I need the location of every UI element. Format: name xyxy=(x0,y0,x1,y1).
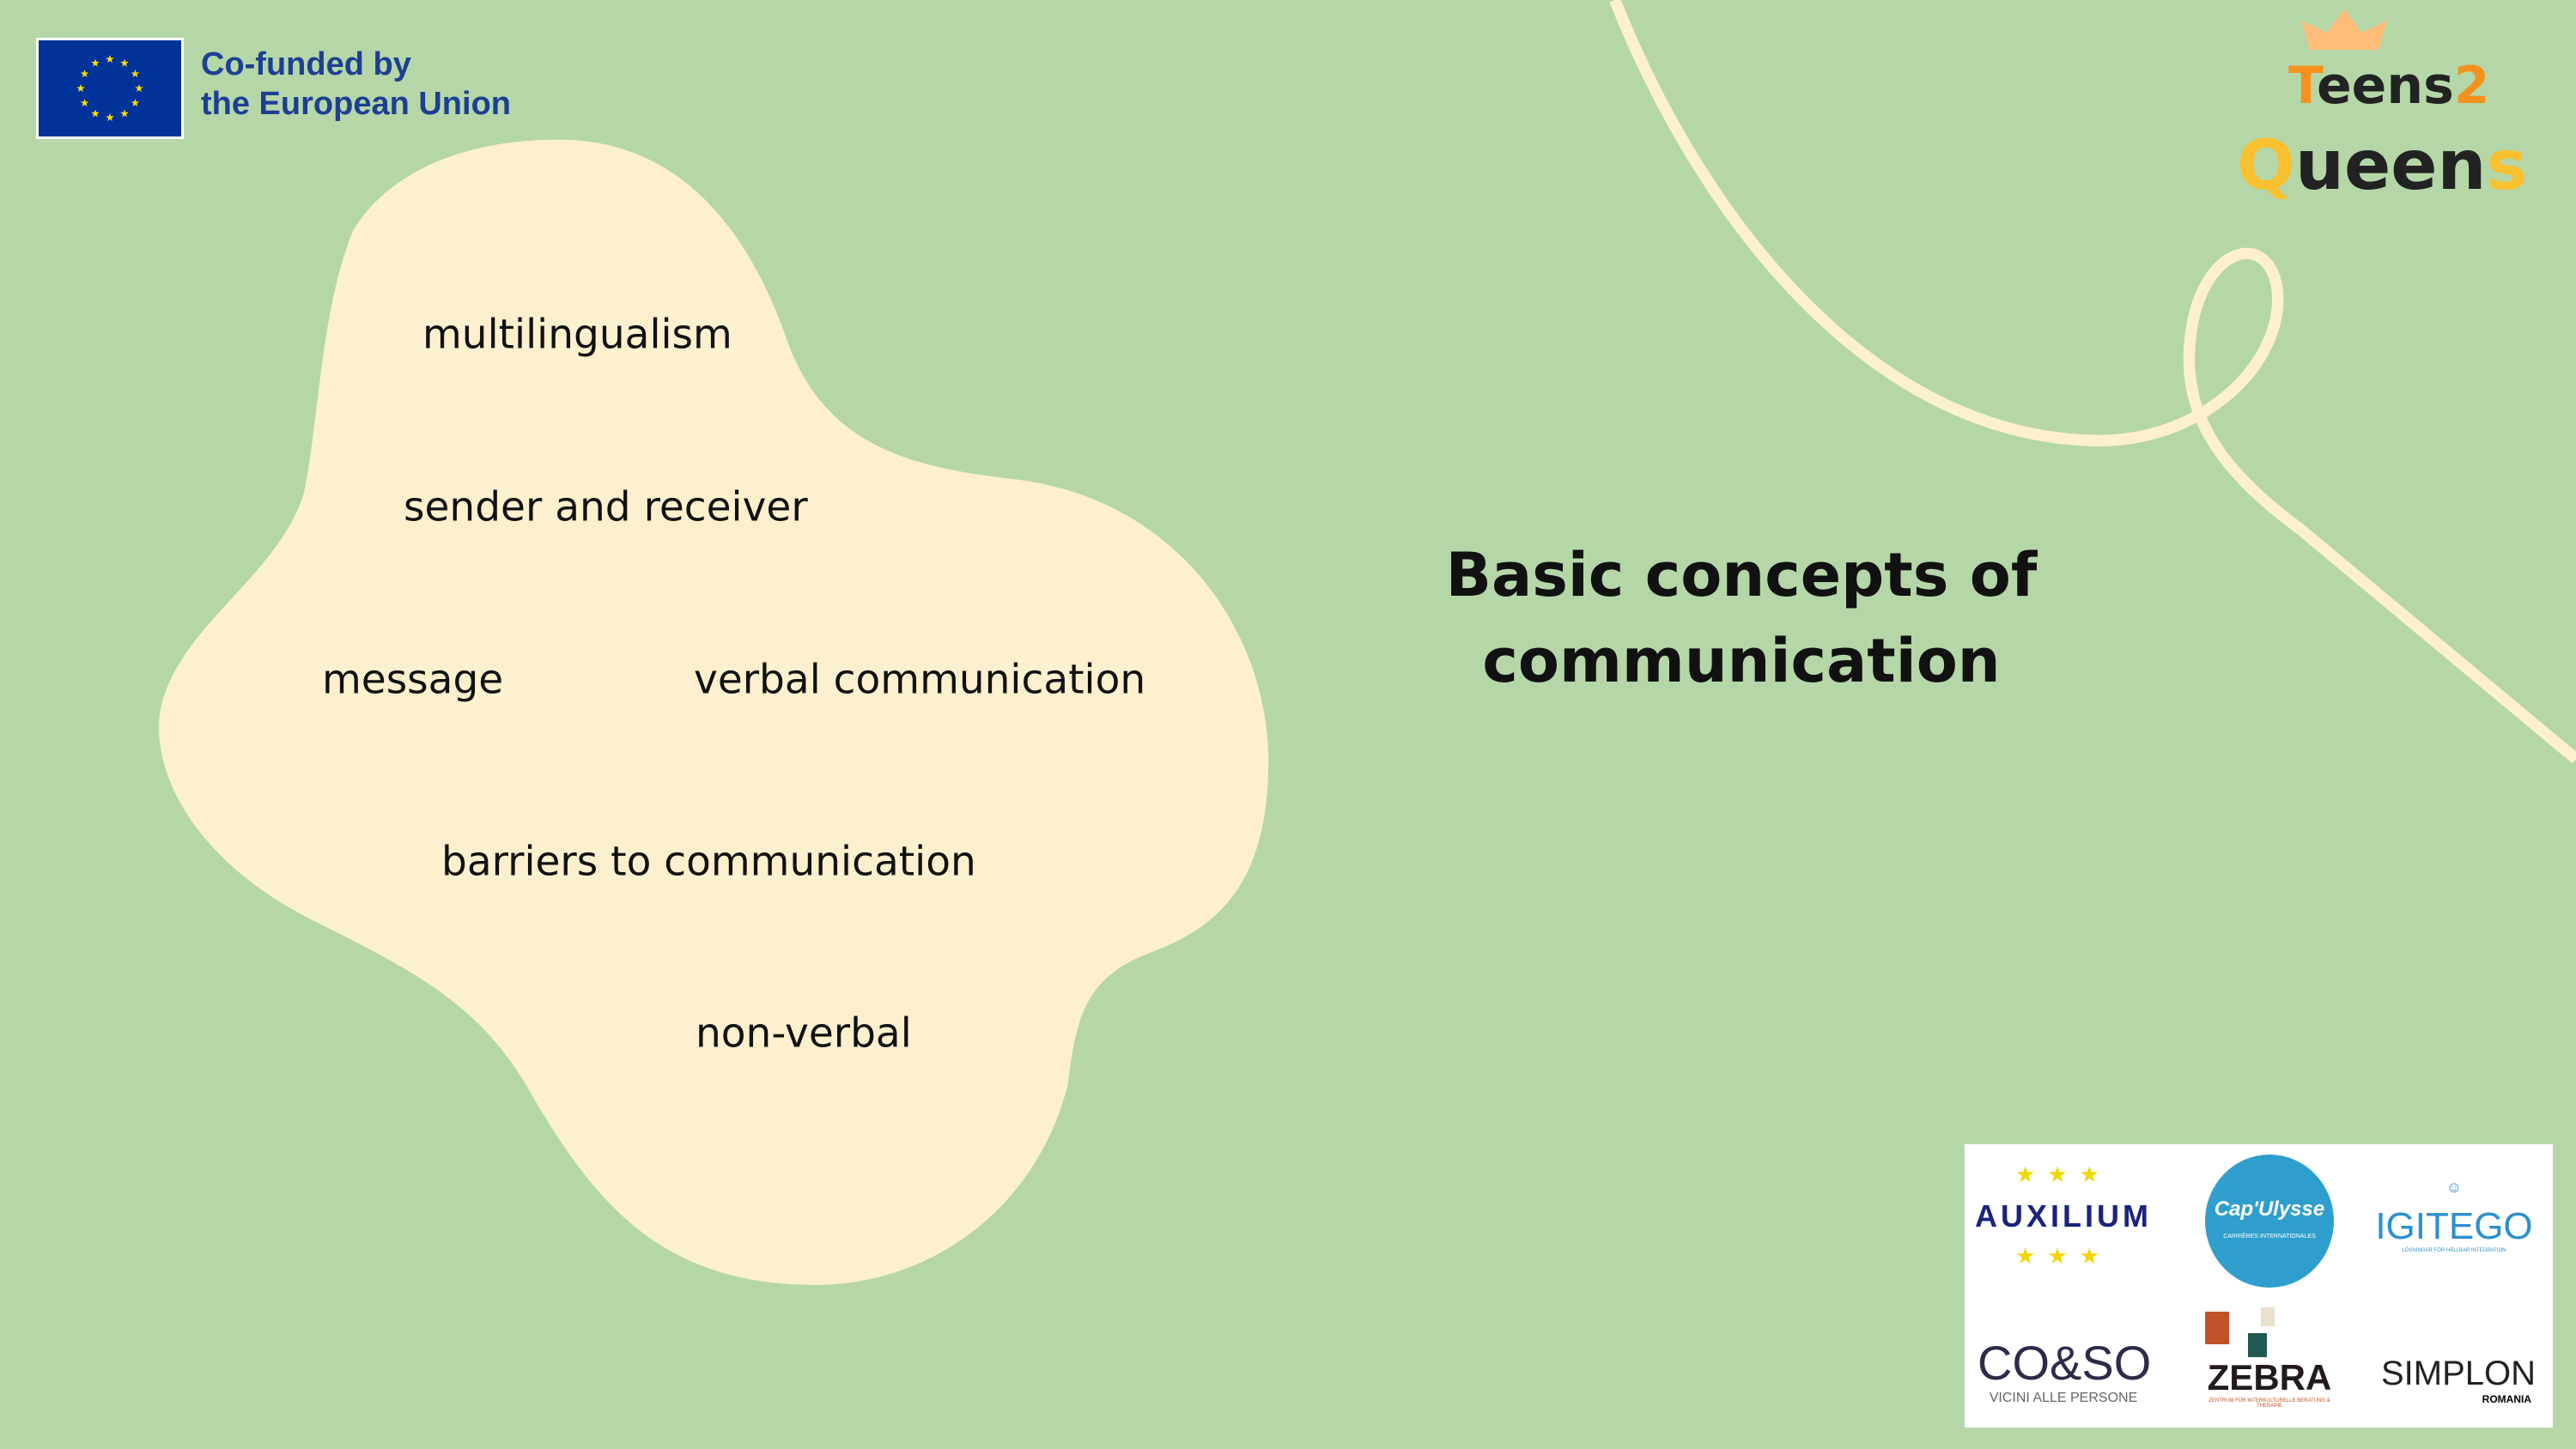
eu-star-icon xyxy=(80,99,89,106)
stars-icon: ★★★ xyxy=(2015,1243,2111,1269)
teens2queens-logo: Teens2 Queens xyxy=(2224,9,2533,215)
eu-star-icon xyxy=(131,70,140,77)
concept-sender-receiver: sender and receiver xyxy=(404,483,808,531)
partner-name: ZEBRA xyxy=(2207,1357,2332,1397)
partner-logos: ★★★ AUXILIUM ★★★ Cap'Ulysse CARRIÈRES IN… xyxy=(1965,1144,2553,1428)
partner-name: SIMPLON xyxy=(2380,1355,2537,1392)
partner-name: CO&SO xyxy=(1978,1336,2152,1390)
stars-icon: ★★★ xyxy=(2015,1161,2111,1187)
crown-icon xyxy=(2301,9,2387,50)
eu-star-icon xyxy=(106,113,114,121)
concept-barriers: barriers to communication xyxy=(441,838,976,886)
decorative-curve xyxy=(1609,0,2576,764)
eu-star-icon xyxy=(76,84,85,92)
concept-blob xyxy=(159,139,1269,1285)
concept-message: message xyxy=(322,656,504,704)
eu-star-icon xyxy=(120,58,129,67)
eu-star-icon xyxy=(91,109,100,118)
eu-label-line1: Co-funded by xyxy=(201,46,411,82)
partner-igitego: ☺ IGITEGO LÖSNINGAR FÖR HÅLLBAR INTEGRAT… xyxy=(2364,1179,2544,1299)
eu-star-icon xyxy=(120,109,129,118)
partner-sub: ZENTRUM FÜR INTERKULTURELLE BERATUNG & T… xyxy=(2208,1398,2330,1409)
eu-star-icon xyxy=(91,58,100,67)
eu-star-icon xyxy=(135,84,143,92)
figure-icon: ☺ xyxy=(2445,1179,2463,1196)
concept-verbal-communication: verbal communication xyxy=(694,656,1146,704)
partner-simplon: SIMPLON ROMANIA xyxy=(2368,1355,2549,1405)
eu-star-icon xyxy=(106,55,114,63)
title-line2: communication xyxy=(1482,626,2001,696)
logo-line1: Teens2 xyxy=(2288,56,2490,116)
eu-star-icon xyxy=(131,99,140,106)
eu-cofunded-label: Co-funded by the European Union xyxy=(201,45,511,124)
partner-sub: LÖSNINGAR FÖR HÅLLBAR INTEGRATION xyxy=(2402,1248,2506,1253)
partner-sub: VICINI ALLE PERSONE xyxy=(1989,1391,2138,1405)
partner-sub: ROMANIA xyxy=(2482,1393,2531,1405)
logo-line2: Queens xyxy=(2237,125,2527,205)
partner-zebra: ZEBRA ZENTRUM FÜR INTERKULTURELLE BERATU… xyxy=(2196,1307,2342,1409)
eu-star-icon xyxy=(80,70,89,77)
partner-auxilium: ★★★ AUXILIUM ★★★ xyxy=(1973,1161,2154,1290)
eu-flag-icon xyxy=(36,38,184,139)
partner-name: Cap'Ulysse xyxy=(2214,1197,2325,1221)
partner-name: IGITEGO xyxy=(2375,1205,2533,1247)
eu-stars-icon xyxy=(76,55,143,121)
partner-coso: CO&SO VICINI ALLE PERSONE xyxy=(1978,1335,2152,1406)
eu-label-line2: the European Union xyxy=(201,86,511,122)
partner-capulysse: Cap'Ulysse CARRIÈRES INTERNATIONALES xyxy=(2205,1155,2334,1288)
slide-title: Basic concepts of communication xyxy=(1312,532,2171,704)
partner-sub: CARRIÈRES INTERNATIONALES xyxy=(2223,1234,2316,1240)
partner-name: AUXILIUM xyxy=(1975,1198,2152,1234)
concept-non-verbal: non-verbal xyxy=(696,1009,912,1058)
zebra-squares-icon xyxy=(2196,1307,2342,1357)
concept-multilingualism: multilingualism xyxy=(422,311,732,359)
title-line1: Basic concepts of xyxy=(1445,540,2038,610)
